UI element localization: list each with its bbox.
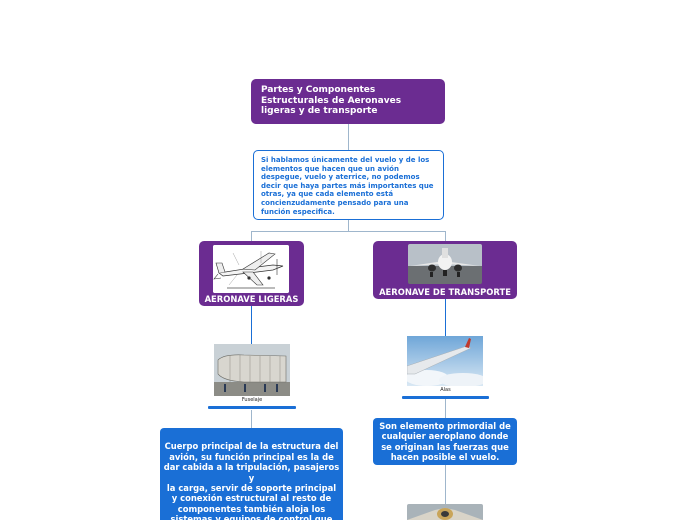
category-transport-aircraft[interactable]: AERONAVE DE TRANSPORTE xyxy=(373,241,517,299)
transport-aircraft-photo-image xyxy=(408,244,482,284)
fuselaje-caption: Fuselaje xyxy=(241,397,263,403)
connector-right-drop xyxy=(445,231,446,241)
alas-description[interactable]: Son elemento primordial de cualquier aer… xyxy=(373,418,517,465)
connector-horizontal xyxy=(251,231,446,232)
fuselaje-description-text: Cuerpo principal de la estructura del av… xyxy=(163,441,340,520)
alas-underline xyxy=(402,396,489,399)
root-topic-label: Partes y Componentes Estructurales de Ae… xyxy=(261,85,402,116)
fuselaje-description[interactable]: Cuerpo principal de la estructura del av… xyxy=(160,428,343,520)
root-topic[interactable]: Partes y Componentes Estructurales de Ae… xyxy=(251,79,445,124)
light-aircraft-diagram-image xyxy=(213,245,289,293)
category-light-aircraft-label: AERONAVE LIGERAS xyxy=(204,294,299,304)
intro-topic[interactable]: Si hablamos únicamente del vuelo y de lo… xyxy=(253,150,444,220)
connector-intro-split xyxy=(348,220,349,231)
alas-image-card[interactable]: Alas xyxy=(402,336,489,399)
category-light-aircraft[interactable]: AERONAVE LIGERAS xyxy=(199,241,304,306)
fuselaje-photo-image xyxy=(214,344,290,396)
next-component-image[interactable] xyxy=(407,504,483,520)
fuselaje-underline xyxy=(208,406,296,409)
connector-transport-desc xyxy=(445,399,446,418)
connector-left-drop xyxy=(251,231,252,241)
connector-transport-image xyxy=(445,299,446,336)
connector-light-desc xyxy=(251,410,252,428)
connector-root-intro xyxy=(348,124,349,150)
connector-transport-next xyxy=(445,465,446,504)
alas-caption: Alas xyxy=(440,387,451,393)
alas-description-text: Son elemento primordial de cualquier aer… xyxy=(379,421,511,463)
category-transport-aircraft-label: AERONAVE DE TRANSPORTE xyxy=(379,287,511,297)
connector-light-image xyxy=(251,306,252,344)
fuselaje-image-card[interactable]: Fuselaje xyxy=(208,344,296,410)
alas-photo-image xyxy=(405,336,487,387)
intro-text: Si hablamos únicamente del vuelo y de lo… xyxy=(261,156,434,216)
